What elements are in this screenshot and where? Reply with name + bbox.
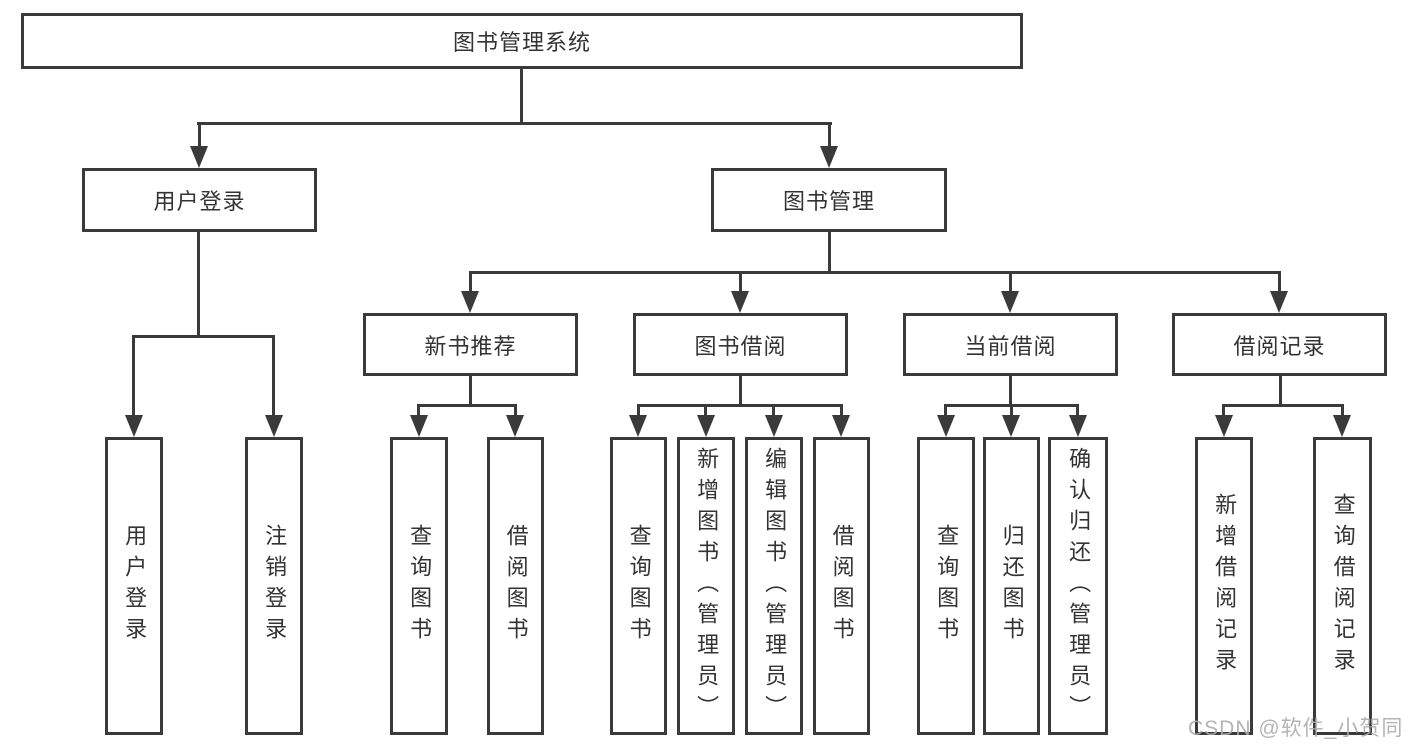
connector-borrow-drop-4 <box>840 404 843 417</box>
arrowhead-to-leaf-query-book-2 <box>629 415 647 437</box>
leaf-query-book-3-label: 查询图书 <box>934 524 960 648</box>
connector-newbook-drop-1 <box>417 404 420 417</box>
arrowhead-to-new-book-recommend <box>461 291 479 313</box>
leaf-edit-book-admin: 编辑图书（管理员） <box>745 437 803 735</box>
arrowhead-to-leaf-query-book-1 <box>410 415 428 437</box>
connector-newbook-hbar <box>418 404 517 407</box>
arrowhead-to-leaf-query-record <box>1333 415 1351 437</box>
connector-bookmgmt-drop-1 <box>469 271 472 293</box>
leaf-confirm-return-admin: 确认归还（管理员） <box>1048 437 1108 735</box>
leaf-query-book-1: 查询图书 <box>390 437 448 735</box>
connector-bookmgmt-drop-2 <box>739 271 742 293</box>
node-book-borrow: 图书借阅 <box>633 313 848 376</box>
connector-borrow-hbar <box>637 404 843 407</box>
connector-newbook-stem <box>469 376 472 406</box>
leaf-confirm-return-admin-label: 确认归还（管理员） <box>1066 446 1092 726</box>
leaf-logout-label: 注销登录 <box>262 524 288 648</box>
leaf-add-book-admin-label: 新增图书（管理员） <box>694 446 720 726</box>
connector-records-drop-2 <box>1341 404 1344 417</box>
node-book-management: 图书管理 <box>711 168 947 232</box>
connector-userlogin-hbar <box>132 335 275 338</box>
connector-bookmgmt-drop-3 <box>1009 271 1012 293</box>
arrowhead-to-leaf-logout <box>265 415 283 437</box>
connector-root-hbar <box>197 122 832 125</box>
connector-newbook-drop-2 <box>514 404 517 417</box>
node-borrow-records: 借阅记录 <box>1172 313 1387 376</box>
connector-bookmgmt-hbar <box>469 271 1281 274</box>
leaf-query-borrow-record: 查询借阅记录 <box>1313 437 1372 735</box>
leaf-query-book-2-label: 查询图书 <box>626 524 652 648</box>
connector-borrow-drop-3 <box>772 404 775 417</box>
connector-records-stem <box>1279 376 1282 406</box>
arrowhead-to-leaf-borrow-book-1 <box>506 415 524 437</box>
arrowhead-to-leaf-return-book <box>1002 415 1020 437</box>
node-user-login-label: 用户登录 <box>153 189 246 214</box>
connector-root-drop-right <box>828 122 831 148</box>
node-new-book-recommend-label: 新书推荐 <box>424 333 517 359</box>
leaf-user-login-label: 用户登录 <box>122 524 148 648</box>
leaf-borrow-book-2-label: 借阅图书 <box>829 524 855 648</box>
leaf-return-book: 归还图书 <box>983 437 1040 735</box>
arrowhead-to-leaf-edit-book <box>765 415 783 437</box>
connector-userlogin-stem <box>197 232 200 335</box>
connector-current-drop-2 <box>1010 404 1013 417</box>
arrowhead-to-current-borrow <box>1001 291 1019 313</box>
arrowhead-to-book-management <box>820 146 838 168</box>
leaf-add-borrow-record: 新增借阅记录 <box>1195 437 1253 735</box>
connector-userlogin-drop-2 <box>272 335 275 417</box>
leaf-user-login: 用户登录 <box>105 437 163 735</box>
leaf-logout: 注销登录 <box>245 437 303 735</box>
arrowhead-to-leaf-add-book <box>697 415 715 437</box>
connector-bookmgmt-stem <box>828 232 831 274</box>
arrowhead-to-leaf-user-login <box>125 415 143 437</box>
node-current-borrow: 当前借阅 <box>903 313 1118 376</box>
leaf-query-book-2: 查询图书 <box>610 437 667 735</box>
leaf-borrow-book-2: 借阅图书 <box>813 437 870 735</box>
leaf-borrow-book-1-label: 借阅图书 <box>503 524 529 648</box>
arrowhead-to-leaf-query-book-3 <box>937 415 955 437</box>
connector-current-drop-3 <box>1076 404 1079 417</box>
node-user-login: 用户登录 <box>82 168 317 232</box>
node-book-management-label: 图书管理 <box>782 189 875 214</box>
watermark: CSDN @软件_小贺同学 <box>1188 717 1405 740</box>
arrowhead-to-leaf-confirm-return <box>1069 415 1087 437</box>
connector-bookmgmt-drop-4 <box>1278 271 1281 293</box>
connector-records-drop-1 <box>1222 404 1225 417</box>
arrowhead-to-leaf-borrow-book-2 <box>832 415 850 437</box>
connector-records-hbar <box>1223 404 1344 407</box>
node-new-book-recommend: 新书推荐 <box>363 313 578 376</box>
node-book-borrow-label: 图书借阅 <box>694 333 787 359</box>
connector-root-drop-left <box>198 122 201 148</box>
leaf-query-book-1-label: 查询图书 <box>407 524 433 648</box>
node-current-borrow-label: 当前借阅 <box>964 333 1057 359</box>
leaf-edit-book-admin-label: 编辑图书（管理员） <box>762 446 788 726</box>
connector-borrow-stem <box>739 376 742 406</box>
leaf-query-book-3: 查询图书 <box>917 437 975 735</box>
arrowhead-to-leaf-add-record <box>1215 415 1233 437</box>
arrowhead-to-book-borrow <box>731 291 749 313</box>
node-borrow-records-label: 借阅记录 <box>1233 333 1326 359</box>
leaf-return-book-label: 归还图书 <box>999 524 1025 648</box>
node-root-label: 图书管理系统 <box>452 30 591 55</box>
connector-root-stem <box>520 69 523 124</box>
leaf-query-borrow-record-label: 查询借阅记录 <box>1330 493 1356 679</box>
leaf-add-book-admin: 新增图书（管理员） <box>677 437 735 735</box>
connector-current-drop-1 <box>944 404 947 417</box>
connector-userlogin-drop-1 <box>132 335 135 417</box>
connector-borrow-drop-1 <box>637 404 640 417</box>
arrowhead-to-borrow-records <box>1270 291 1288 313</box>
node-root: 图书管理系统 <box>21 13 1023 69</box>
leaf-borrow-book-1: 借阅图书 <box>487 437 544 735</box>
connector-borrow-drop-2 <box>704 404 707 417</box>
leaf-add-borrow-record-label: 新增借阅记录 <box>1212 493 1238 679</box>
connector-current-stem <box>1009 376 1012 406</box>
arrowhead-to-user-login <box>190 146 208 168</box>
